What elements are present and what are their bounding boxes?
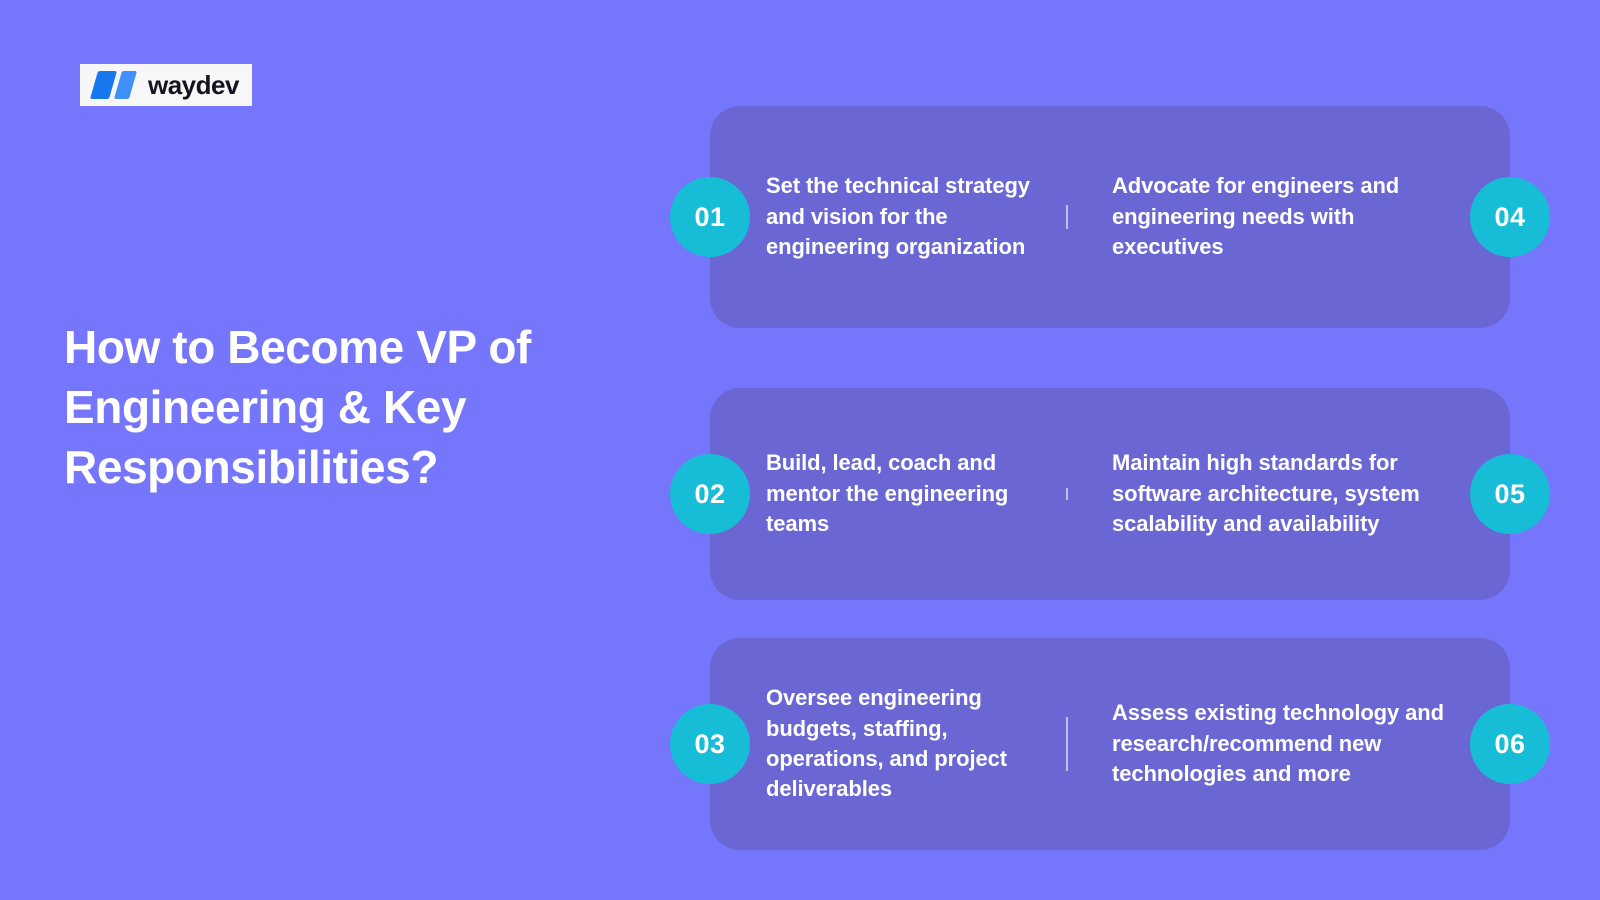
- responsibility-text-01: Set the technical strategy and vision fo…: [766, 173, 1030, 260]
- logo-bar-dark: [89, 71, 118, 99]
- card-body: Build, lead, coach and mentor the engine…: [710, 448, 1510, 539]
- card-body: Set the technical strategy and vision fo…: [710, 171, 1510, 262]
- logo-bar-light: [113, 71, 138, 99]
- step-badge-06: 06: [1470, 704, 1550, 784]
- responsibilities-list: 01 Set the technical strategy and vision…: [670, 0, 1550, 900]
- column-divider: [1066, 205, 1068, 229]
- step-badge-05: 05: [1470, 454, 1550, 534]
- responsibility-text-06: Assess existing technology and research/…: [1112, 700, 1444, 787]
- responsibility-text-03: Oversee engineering budgets, staffing, o…: [766, 685, 1007, 802]
- responsibility-text-02: Build, lead, coach and mentor the engine…: [766, 450, 1009, 537]
- responsibility-card: 02 Build, lead, coach and mentor the eng…: [670, 388, 1550, 600]
- responsibility-card: 03 Oversee engineering budgets, staffing…: [670, 638, 1550, 850]
- waydev-parallelogram-mark-icon: [89, 71, 138, 99]
- step-badge-02: 02: [670, 454, 750, 534]
- card-body: Oversee engineering budgets, staffing, o…: [710, 683, 1510, 804]
- responsibility-text-04: Advocate for engineers and engineering n…: [1112, 173, 1400, 260]
- column-divider: [1066, 488, 1068, 500]
- step-badge-04: 04: [1470, 177, 1550, 257]
- step-badge-03: 03: [670, 704, 750, 784]
- column-divider: [1066, 717, 1068, 771]
- responsibility-card: 01 Set the technical strategy and vision…: [670, 106, 1550, 328]
- step-badge-01: 01: [670, 177, 750, 257]
- logo-wordmark: waydev: [148, 70, 239, 100]
- page-title: How to Become VP of Engineering & Key Re…: [64, 321, 531, 493]
- waydev-logo: waydev: [80, 64, 252, 106]
- responsibility-text-05: Maintain high standards for software arc…: [1112, 450, 1420, 537]
